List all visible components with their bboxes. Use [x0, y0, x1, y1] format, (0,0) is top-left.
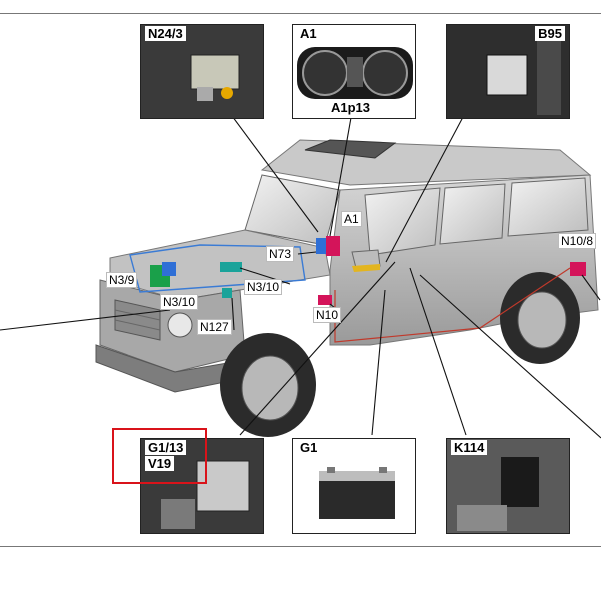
- battery-photo: [293, 439, 415, 533]
- callout-n3-9: N3/9: [106, 272, 138, 288]
- inset-n24-3: N24/3: [140, 24, 264, 119]
- component-n10-8: [570, 262, 586, 276]
- inset-a1: A1 A1p13: [292, 24, 416, 119]
- callout-n10: N10: [313, 307, 342, 323]
- inset-g1: G1: [292, 438, 416, 534]
- callout-a1: A1: [341, 211, 362, 227]
- inset-label-g1: G1: [297, 440, 321, 455]
- inset-b95: B95: [446, 24, 570, 119]
- component-n3-10-right: [220, 262, 242, 272]
- callout-n73: N73: [266, 246, 295, 262]
- inset-label-b95: B95: [535, 26, 565, 41]
- inset-g1-13-v19: G1/13 V19: [140, 438, 264, 534]
- component-n3-10-left: [162, 262, 176, 276]
- wiring-blue: [129, 244, 306, 293]
- inset-label-k114: K114: [451, 440, 488, 455]
- inset-k114: K114: [446, 438, 570, 534]
- bottom-rule: [0, 546, 601, 547]
- callout-n3-10-left: N3/10: [160, 294, 199, 310]
- component-n127: [222, 288, 232, 298]
- callout-n127: N127: [197, 319, 232, 335]
- inset-label-v19: V19: [145, 456, 175, 471]
- inset-label-n24-3: N24/3: [145, 26, 186, 41]
- highlight-box: [112, 428, 207, 484]
- callout-n10-8: N10/8: [558, 233, 597, 249]
- component-n10: [318, 295, 332, 305]
- inset-label-a1: A1: [297, 26, 320, 41]
- inset-label-g1-13: G1/13: [145, 440, 187, 455]
- inset-label-a1p13: A1p13: [329, 100, 373, 115]
- callout-n3-10-right: N3/10: [244, 279, 283, 295]
- sensor-photo: [447, 25, 569, 118]
- top-rule: [0, 13, 601, 14]
- component-a1: [326, 236, 340, 256]
